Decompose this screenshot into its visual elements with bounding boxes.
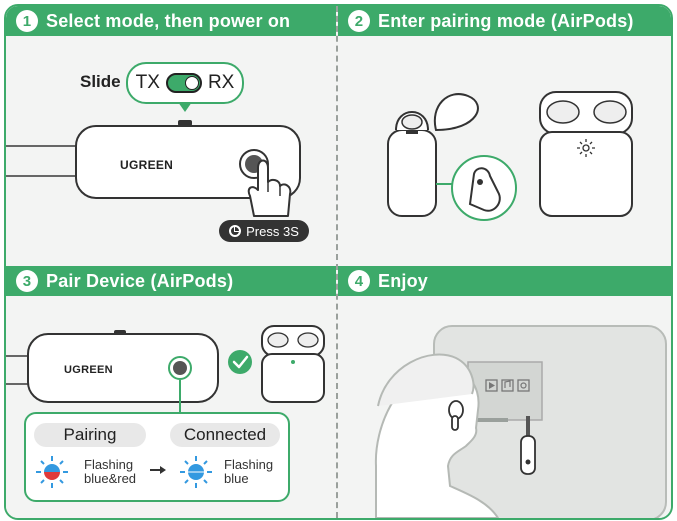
mode-switch[interactable]: TX RX: [126, 62, 244, 104]
press-duration-label: Press 3S: [246, 223, 299, 239]
music-icon: [501, 379, 514, 392]
step-4-header: 4 Enjoy: [338, 266, 671, 296]
press-duration-badge: Press 3S: [219, 220, 309, 242]
step-2-title: Enter pairing mode (AirPods): [378, 10, 634, 31]
settings-icon: [517, 379, 530, 392]
check-icon: [228, 350, 252, 374]
step-2-illustration: [387, 91, 633, 221]
clock-icon: [229, 225, 242, 237]
step-3-header: 3 Pair Device (AirPods): [6, 266, 336, 296]
person-figure: [374, 353, 500, 518]
device-brand-label: UGREEN: [64, 364, 113, 376]
connected-led-line1: Flashing: [224, 457, 274, 472]
step-3-title: Pair Device (AirPods): [46, 270, 234, 291]
step-2-panel: 2 Enter pairing mode (AirPods): [338, 6, 671, 264]
connected-led-line2: blue: [224, 471, 249, 486]
led-status-illustration: [36, 456, 212, 488]
airpods-case-closed-icon: [539, 91, 633, 217]
airpods-case-open-icon: [387, 93, 479, 217]
step-1-number: 1: [16, 10, 38, 32]
step-2-number: 2: [348, 10, 370, 32]
airpods-case-closed-icon: [261, 325, 325, 403]
play-icon: [485, 379, 498, 392]
step-3-panel: 3 Pair Device (AirPods): [6, 266, 336, 518]
pairing-led-line2: blue&red: [84, 471, 137, 486]
device-brand-label: UGREEN: [120, 158, 174, 172]
pairing-label: Pairing: [34, 423, 146, 447]
step-3-number: 3: [16, 270, 38, 292]
transmitter-device: [520, 435, 536, 475]
step-4-number: 4: [348, 270, 370, 292]
step-4-title: Enjoy: [378, 270, 429, 291]
panel-divider: [336, 6, 338, 518]
toggle-switch-icon: [165, 73, 202, 93]
led-icon: [577, 139, 595, 157]
airpod-icon: [448, 400, 464, 431]
finger-icon: [247, 159, 292, 217]
connected-label: Connected: [170, 423, 280, 447]
pairing-led-line1: Flashing: [84, 457, 134, 472]
step-4-illustration: [374, 325, 667, 518]
rx-label: RX: [207, 72, 235, 93]
step-4-panel: 4 Enjoy: [338, 266, 671, 518]
tx-label: TX: [135, 72, 160, 93]
step-1-header: 1 Select mode, then power on: [6, 6, 336, 36]
step-3-illustration: [6, 325, 325, 412]
instruction-card: 1 Select mode, then power on Slide TX RX: [4, 4, 673, 520]
step-2-header: 2 Enter pairing mode (AirPods): [338, 6, 671, 36]
step-1-title: Select mode, then power on: [46, 10, 291, 31]
slide-label: Slide: [80, 72, 121, 91]
step-1-illustration: [6, 102, 301, 217]
arrow-right-icon: [150, 466, 166, 474]
step-1-panel: 1 Select mode, then power on Slide TX RX: [6, 6, 336, 264]
led-icon: [36, 456, 68, 488]
led-status-box: Pairing Connected Flashing: [24, 412, 290, 502]
led-icon: [180, 456, 212, 488]
